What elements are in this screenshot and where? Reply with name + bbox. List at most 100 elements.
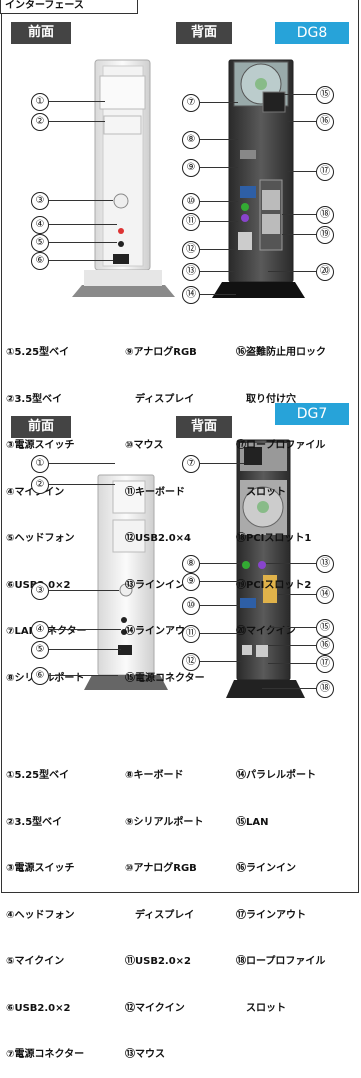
dg7-legend-col2: ⑧キーボード ⑨シリアルポート ⑩アナログRGB ディスプレイ ⑪USB2.0×… (125, 737, 203, 1078)
legend-item: ⑯盗難防止用ロック (236, 347, 326, 358)
leader-line (266, 563, 316, 564)
callout-number: ⑥ (31, 252, 49, 270)
legend-item: ⑰ロープロファイル (236, 440, 326, 451)
legend-item: ①5.25型ベイ (6, 770, 70, 781)
dg7-back-label: 背面 (176, 416, 232, 438)
legend-item: ⑳マイクイン (236, 626, 296, 637)
legend-item: スロット (236, 486, 286, 498)
callout-number: ④ (31, 621, 49, 639)
leader-line (49, 224, 117, 225)
legend-item: ⑦電源コネクター (6, 1049, 85, 1060)
legend-item: スロット (236, 1002, 286, 1014)
legend-item: ⑫マイクイン (125, 1002, 185, 1014)
callout-number: ⑩ (182, 193, 200, 211)
dg7-front-label: 前面 (11, 416, 71, 438)
callout-number: ① (31, 455, 49, 473)
leader-line (200, 661, 242, 662)
leader-line (200, 605, 240, 606)
diagram-frame (1, 0, 359, 893)
callout-number: ⑤ (31, 234, 49, 252)
leader-line (282, 214, 316, 215)
legend-item: ⑱PCIスロット1 (236, 533, 312, 544)
callout-number: ⑫ (182, 241, 200, 259)
leader-line (200, 581, 242, 582)
legend-item: ⑯ラインイン (236, 863, 296, 874)
legend-item: ⑩マウス (125, 440, 164, 451)
callout-number: ⑤ (31, 641, 49, 659)
callout-number: ⑰ (316, 655, 334, 673)
legend-item: ディスプレイ (125, 909, 195, 921)
legend-item: ③電源スイッチ (6, 440, 75, 451)
legend-item: ⑫USB2.0×4 (125, 533, 191, 544)
callout-number: ③ (31, 582, 49, 600)
legend-item: ⑮電源コネクター (125, 672, 205, 684)
legend-item: ⑲PCIスロット2 (236, 579, 312, 591)
leader-line (49, 242, 117, 243)
leader-line (282, 234, 316, 235)
dg8-legend-col3: ⑯盗難防止用ロック 取り付け穴 ⑰ロープロファイル スロット ⑱PCIスロット1… (236, 314, 326, 655)
leader-line (268, 271, 316, 272)
dg7-legend-col1: ①5.25型ベイ ②3.5型ベイ ③電源スイッチ ④ヘッドフォン ⑤マイクイン … (6, 737, 84, 1078)
legend-item: ⑤マイクイン (6, 956, 65, 967)
callout-number: ② (31, 476, 49, 494)
leader-line (200, 633, 242, 634)
leader-line (200, 563, 242, 564)
legend-item: ①5.25型ベイ (6, 347, 70, 358)
legend-item: ⑨アナログRGB (125, 347, 197, 358)
leader-line (200, 249, 236, 250)
dg8-back-label: 背面 (176, 22, 232, 44)
section-tab: インターフェース (0, 0, 138, 14)
legend-item: ⑭ラインアウト (125, 626, 195, 637)
callout-number: ⑬ (316, 555, 334, 573)
callout-number: ⑯ (316, 637, 334, 655)
callout-number: ⑦ (182, 94, 200, 112)
leader-line (200, 463, 244, 464)
callout-number: ⑧ (182, 555, 200, 573)
legend-item: ⑬ラインイン (125, 579, 185, 591)
leader-line (200, 167, 238, 168)
callout-number: ⑪ (182, 625, 200, 643)
legend-item: ②3.5型ベイ (6, 816, 63, 828)
leader-line (268, 645, 316, 646)
callout-number: ⑲ (316, 226, 334, 244)
legend-item: ⑥USB2.0×2 (6, 1002, 71, 1014)
callout-number: ⑯ (316, 113, 334, 131)
dg7-legend-col3: ⑭パラレルポート ⑮LAN ⑯ラインイン ⑰ラインアウト ⑱ロープロファイル ス… (236, 737, 325, 1032)
leader-line (200, 221, 238, 222)
leader-line (200, 294, 236, 295)
callout-number: ⑳ (316, 263, 334, 281)
legend-item: ⑧キーボード (125, 770, 184, 781)
legend-item: ④ヘッドフォン (6, 909, 75, 921)
callout-number: ④ (31, 216, 49, 234)
callout-number: ⑪ (182, 213, 200, 231)
leader-line (268, 663, 316, 664)
callout-number: ⑬ (182, 263, 200, 281)
callout-number: ⑫ (182, 653, 200, 671)
dg8-legend-col2: ⑨アナログRGB ディスプレイ ⑩マウス ⑪キーボード ⑫USB2.0×4 ⑬ラ… (125, 314, 205, 702)
legend-item: ⑮LAN (236, 816, 269, 828)
legend-item: ⑰ラインアウト (236, 909, 306, 921)
callout-number: ⑱ (316, 680, 334, 698)
legend-item: ⑬マウス (125, 1049, 165, 1060)
legend-item: ②3.5型ベイ (6, 393, 63, 405)
legend-item: ⑭パラレルポート (236, 770, 316, 781)
leader-line (49, 101, 105, 102)
callout-number: ⑦ (182, 455, 200, 473)
callout-number: ⑮ (316, 619, 334, 637)
callout-number: ① (31, 93, 49, 111)
callout-number: ③ (31, 192, 49, 210)
callout-number: ⑱ (316, 206, 334, 224)
callout-number: ② (31, 113, 49, 131)
leader-line (49, 260, 113, 261)
leader-line (49, 200, 113, 201)
callout-number: ⑭ (182, 286, 200, 304)
dg8-front-label: 前面 (11, 22, 71, 44)
callout-number: ⑨ (182, 159, 200, 177)
legend-item: ディスプレイ (125, 393, 195, 405)
leader-line (49, 463, 115, 464)
leader-line (262, 688, 316, 689)
dg8-model-badge: DG8 (275, 22, 349, 44)
leader-line (200, 139, 238, 140)
legend-item: ⑪キーボード (125, 486, 185, 498)
leader-line (278, 594, 316, 595)
